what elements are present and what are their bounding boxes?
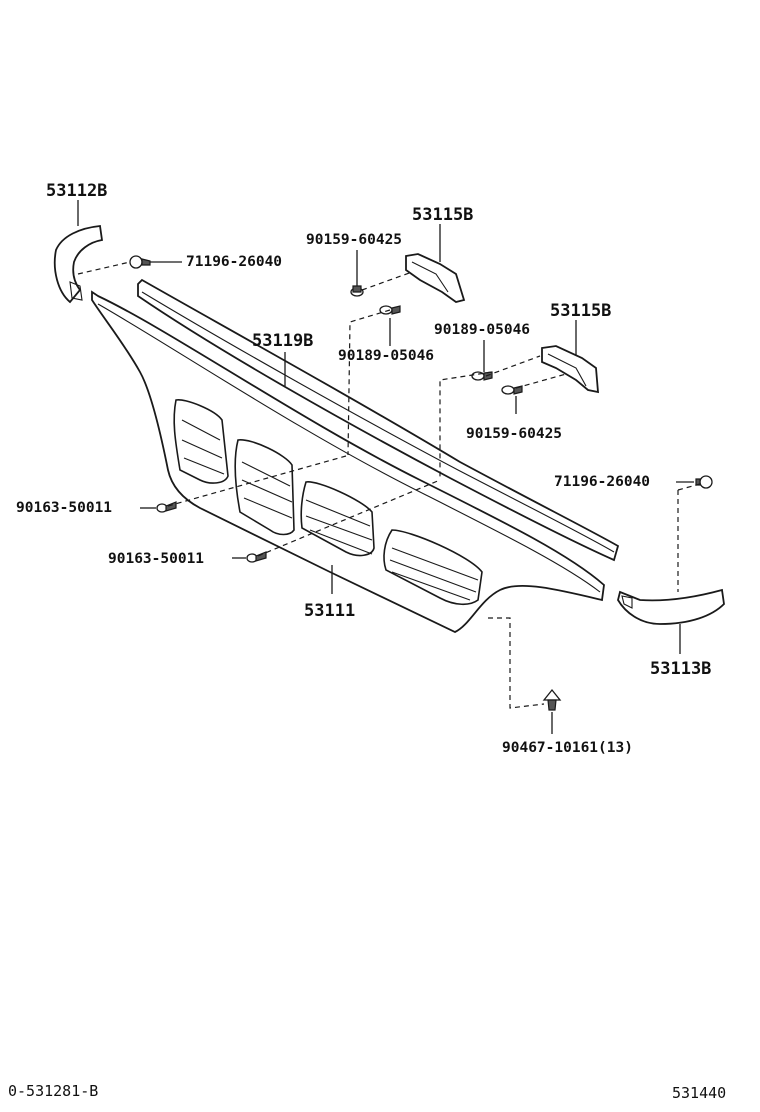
label-clip-71196-upper: 71196-26040 bbox=[186, 254, 282, 270]
screw-icon[interactable] bbox=[350, 285, 364, 297]
top-molding-53119B[interactable] bbox=[137, 278, 620, 562]
label-clip-71196-right: 71196-26040 bbox=[554, 474, 650, 490]
screw-icon[interactable] bbox=[501, 385, 523, 395]
footer-reference-right: 531440 bbox=[672, 1084, 726, 1102]
label-bolt-90189-right: 90189-05046 bbox=[434, 322, 530, 338]
footer-reference-left: 0-531281-B bbox=[8, 1082, 98, 1100]
label-53111: 53111 bbox=[304, 601, 355, 621]
label-screw-90159-upper: 90159-60425 bbox=[306, 232, 402, 248]
leader-lines bbox=[77, 200, 694, 734]
label-53113B: 53113B bbox=[650, 659, 711, 679]
radiator-grille-53111[interactable] bbox=[91, 290, 605, 633]
label-53115B-upper: 53115B bbox=[412, 205, 473, 225]
clip-icon[interactable] bbox=[129, 255, 151, 269]
clip-icon[interactable] bbox=[695, 475, 713, 489]
lower-right-molding-53113B[interactable] bbox=[617, 588, 725, 625]
label-screw-90163-a: 90163-50011 bbox=[16, 500, 112, 516]
label-screw-90163-b: 90163-50011 bbox=[108, 551, 204, 567]
label-53115B-right: 53115B bbox=[550, 301, 611, 321]
screw-icon[interactable] bbox=[156, 501, 177, 513]
label-clip-90467: 90467-10161(13) bbox=[502, 740, 633, 756]
grille-retainer-right-53115B[interactable] bbox=[541, 345, 599, 394]
grille-retainer-upper-53115B[interactable] bbox=[405, 253, 466, 303]
upper-left-molding-53112B[interactable] bbox=[53, 225, 104, 304]
bolt-icon[interactable] bbox=[379, 305, 401, 315]
clip-icon[interactable] bbox=[542, 688, 562, 711]
installation-lines bbox=[77, 261, 701, 709]
label-screw-90159-right: 90159-60425 bbox=[466, 426, 562, 442]
screw-icon[interactable] bbox=[246, 551, 267, 563]
label-53112B: 53112B bbox=[46, 181, 107, 201]
label-bolt-90189-upper: 90189-05046 bbox=[338, 348, 434, 364]
label-53119B: 53119B bbox=[252, 331, 313, 351]
